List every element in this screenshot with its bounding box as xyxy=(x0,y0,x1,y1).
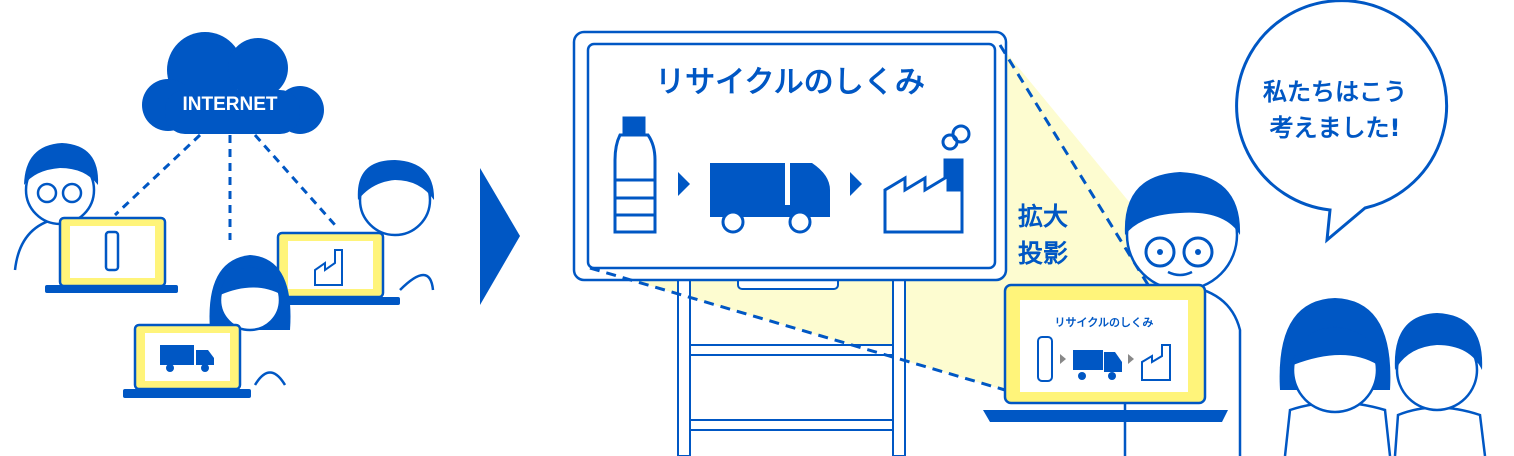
speech-bubble: 私たちはこう 考えました! xyxy=(1235,0,1449,244)
projection-lines xyxy=(589,44,1152,392)
laptop-right xyxy=(260,231,400,305)
whiteboard: リサイクルのしくみ xyxy=(572,30,1008,282)
bottle-icon xyxy=(104,230,120,272)
factory-icon xyxy=(1141,344,1171,381)
laptop-main: リサイクルのしくみ xyxy=(983,283,1228,422)
person-right xyxy=(357,160,435,291)
factory-icon xyxy=(883,124,971,234)
whiteboard-title: リサイクルのしくみ xyxy=(655,65,925,100)
truck-icon xyxy=(1073,350,1122,380)
person-girl xyxy=(1279,298,1392,456)
projection-label-1: 拡大 xyxy=(1018,202,1068,231)
factory-icon xyxy=(314,249,343,286)
arrow-icon xyxy=(678,172,690,196)
speech-line-2: 考えました! xyxy=(1270,114,1401,142)
arrow-right-icon xyxy=(480,168,520,305)
laptop-center xyxy=(123,323,251,398)
speech-line-1: 私たちはこう xyxy=(1263,78,1407,106)
network-lines xyxy=(113,133,337,240)
person-boy xyxy=(1393,313,1487,456)
truck-icon xyxy=(160,345,214,372)
laptop-left xyxy=(45,216,178,293)
projection-label-2: 投影 xyxy=(1018,239,1068,268)
laptop-title: リサイクルのしくみ xyxy=(1055,316,1154,329)
bottle-icon xyxy=(1037,336,1053,382)
truck-icon xyxy=(710,163,830,234)
internet-label: INTERNET xyxy=(183,94,278,115)
bottle-icon xyxy=(613,116,657,234)
arrow-icon xyxy=(1128,354,1134,364)
internet-cloud: INTERNET xyxy=(142,32,324,134)
person-center xyxy=(209,255,291,386)
arrow-icon xyxy=(1060,354,1066,364)
arrow-icon xyxy=(850,172,862,196)
